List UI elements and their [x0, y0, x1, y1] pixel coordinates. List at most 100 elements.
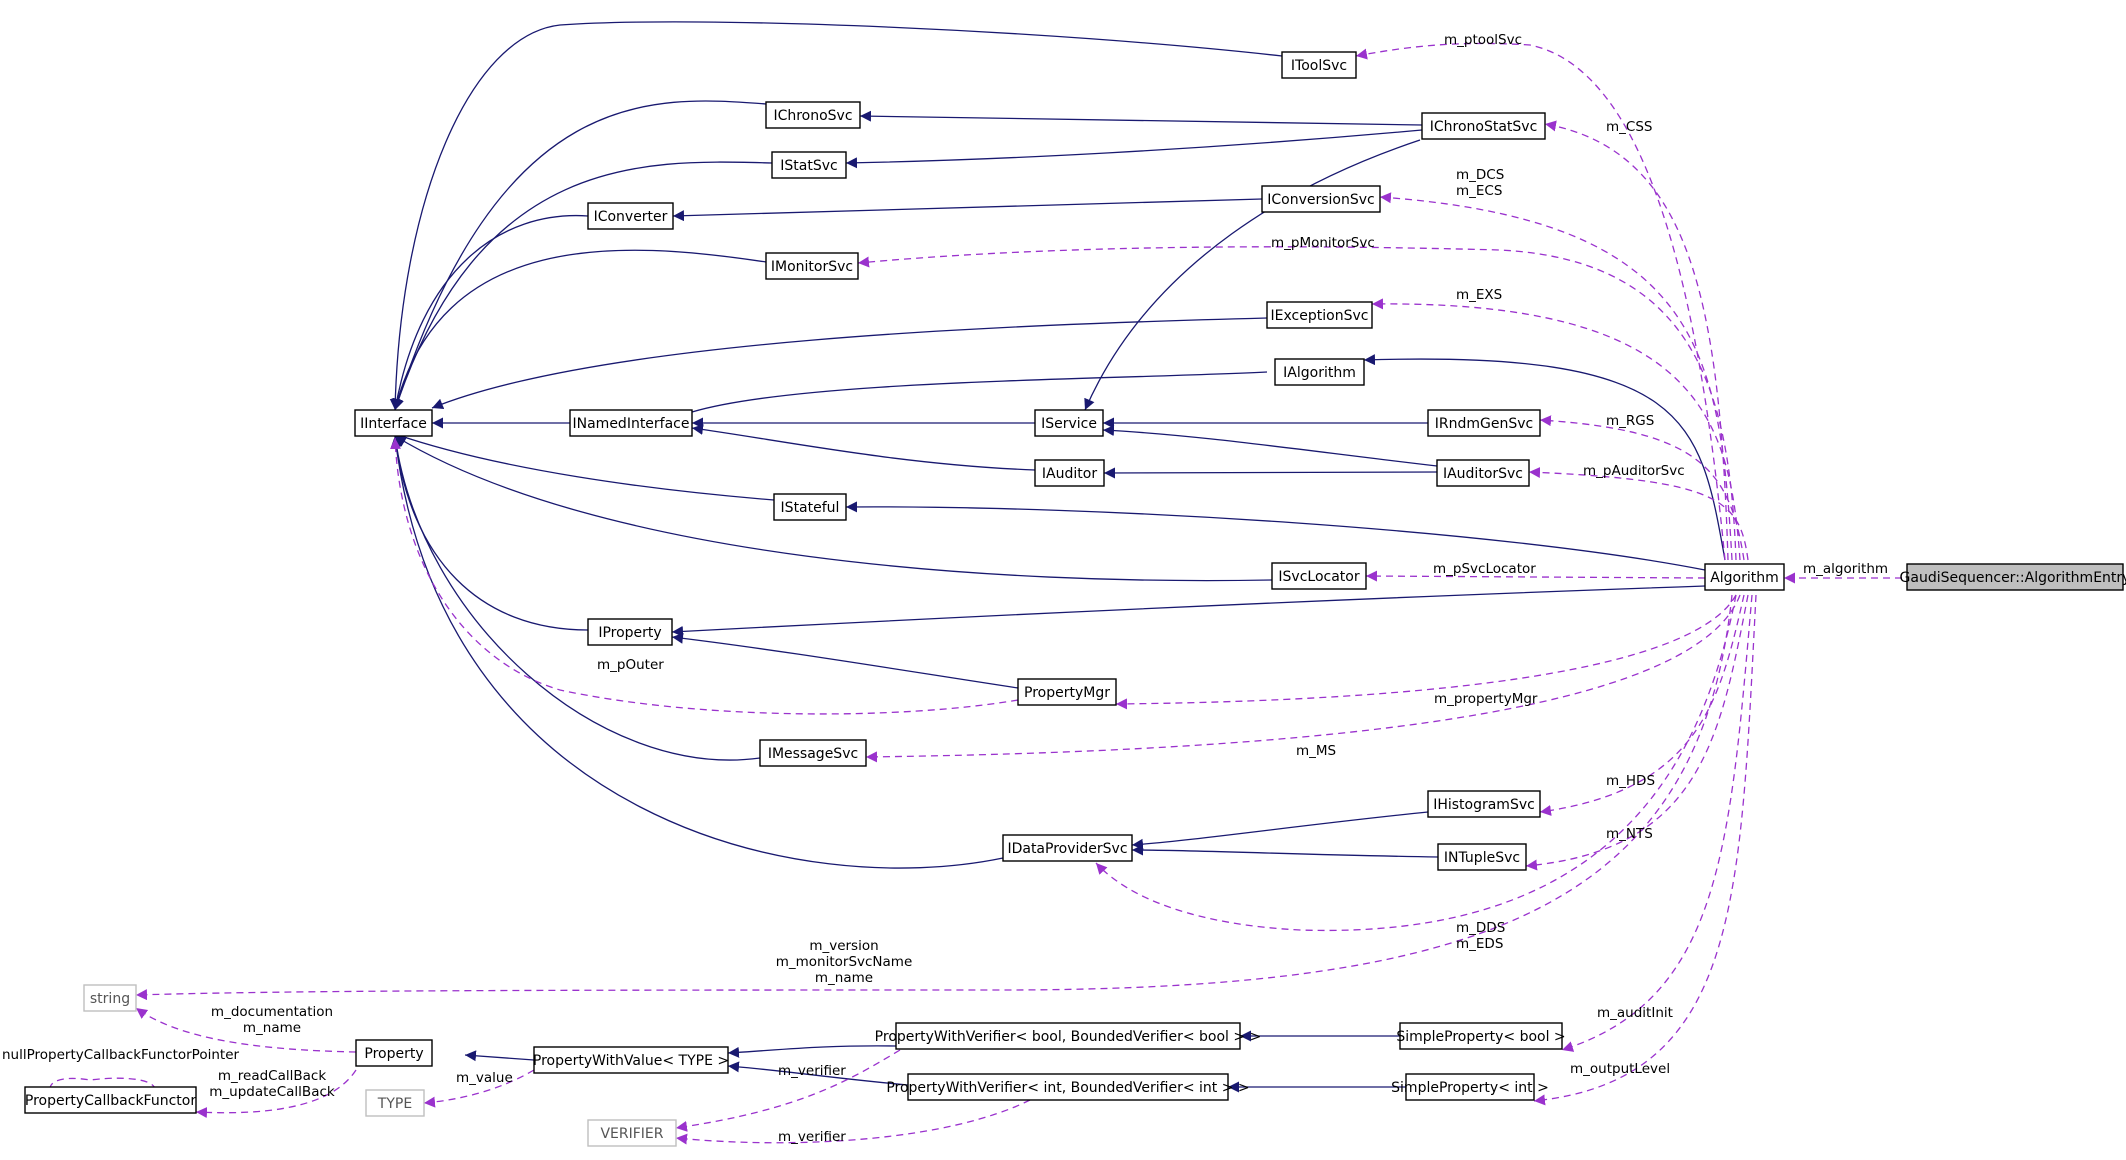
node-pwv-int[interactable]: PropertyWithVerifier< int, BoundedVerifi… — [886, 1073, 1250, 1101]
svg-text:Algorithm: Algorithm — [1710, 570, 1779, 586]
edge-pouter — [389, 437, 1019, 715]
svg-text:IInterface: IInterface — [360, 416, 427, 432]
edge-verifier-int — [675, 1099, 1031, 1145]
edge-iproperty-iinterface — [390, 435, 589, 631]
edge-algorithm-iproperty — [671, 585, 1706, 637]
edge-algorithm-istateful — [845, 501, 1706, 571]
node-iinterface[interactable]: IInterface — [354, 409, 433, 437]
node-idataprovidersvc[interactable]: IDataProviderSvc — [1002, 834, 1133, 862]
edge-psvclocator — [1365, 570, 1706, 582]
label-m-eds: m_EDS — [1456, 936, 1503, 952]
label-m-pouter: m_pOuter — [597, 657, 664, 673]
edge-labels: m_ptoolSvc m_CSS m_DCS m_ECS m_pMonitorS… — [2, 32, 1888, 1145]
node-algorithmentry[interactable]: GaudiSequencer::AlgorithmEntry — [1900, 563, 2126, 591]
node-type[interactable]: TYPE — [365, 1089, 425, 1117]
node-propertymgr[interactable]: PropertyMgr — [1017, 678, 1117, 706]
node-itoolsvc[interactable]: IToolSvc — [1281, 51, 1357, 79]
node-algorithm[interactable]: Algorithm — [1704, 563, 1785, 591]
node-imonitorsvc[interactable]: IMonitorSvc — [765, 252, 859, 280]
svg-text:Property: Property — [364, 1046, 423, 1062]
label-m-outputlevel: m_outputLevel — [1570, 1061, 1670, 1077]
node-istatsvc[interactable]: IStatSvc — [771, 151, 847, 179]
edge-outputlevel — [1533, 594, 1757, 1106]
node-intuplesvc[interactable]: INTupleSvc — [1437, 843, 1527, 871]
label-m-verifier-int: m_verifier — [778, 1129, 846, 1145]
edge-propertymgr — [1115, 594, 1737, 710]
svg-text:IChronoSvc: IChronoSvc — [773, 108, 852, 124]
node-simpleproperty-int[interactable]: SimpleProperty< int > — [1391, 1073, 1549, 1101]
edge-dds-eds — [1095, 594, 1737, 932]
edge-css — [1544, 120, 1729, 561]
label-m-css: m_CSS — [1606, 119, 1652, 135]
node-ichronostatsvc[interactable]: IChronoStatSvc — [1421, 112, 1546, 140]
node-ichronosvc[interactable]: IChronoSvc — [765, 101, 861, 129]
node-ialgorithm[interactable]: IAlgorithm — [1274, 358, 1365, 386]
edge-algorithm-ialgorithm — [1363, 354, 1726, 561]
node-ihistogramsvc[interactable]: IHistogramSvc — [1427, 790, 1541, 818]
svg-text:IStatSvc: IStatSvc — [780, 158, 837, 174]
node-propertycallbackfunctor[interactable]: PropertyCallbackFunctor — [24, 1086, 197, 1114]
inheritance-edges — [389, 21, 1726, 1093]
edge-value — [423, 1069, 535, 1108]
svg-text:IToolSvc: IToolSvc — [1291, 58, 1347, 74]
edge-pwvint-propertywithvalue — [727, 1061, 909, 1086]
label-m-nts: m_NTS — [1606, 826, 1653, 842]
edge-callbacks — [195, 1069, 357, 1119]
edge-imonitorsvc-iinterface — [392, 249, 767, 411]
svg-text:IRndmGenSvc: IRndmGenSvc — [1435, 416, 1533, 432]
node-iauditorsvc[interactable]: IAuditorSvc — [1436, 459, 1530, 487]
svg-text:IService: IService — [1041, 416, 1097, 432]
node-inamedinterface[interactable]: INamedInterface — [569, 409, 693, 437]
edge-iconversionsvc-iconverter — [672, 198, 1263, 222]
node-verifier[interactable]: VERIFIER — [587, 1119, 677, 1147]
label-m-ms: m_MS — [1296, 743, 1336, 759]
node-simpleproperty-bool[interactable]: SimpleProperty< bool > — [1396, 1022, 1566, 1050]
node-string[interactable]: string — [83, 984, 137, 1012]
node-propertywithvalue[interactable]: PropertyWithValue< TYPE > — [533, 1046, 729, 1074]
node-property[interactable]: Property — [355, 1039, 433, 1067]
node-pwv-bool[interactable]: PropertyWithVerifier< bool, BoundedVerif… — [875, 1022, 1262, 1050]
edge-propertymgr-iproperty — [671, 632, 1019, 689]
edge-itoolsvc-iinterface — [389, 21, 1283, 411]
node-irndmgensvc[interactable]: IRndmGenSvc — [1427, 409, 1541, 437]
label-m-readcallback: m_readCallBack — [218, 1068, 326, 1084]
edge-ihistogramsvc-idataprovidersvc — [1131, 811, 1429, 850]
label-m-updatecallback: m_updateCallBack — [209, 1084, 335, 1100]
node-iservice[interactable]: IService — [1034, 409, 1104, 437]
edge-propertywithvalue-property — [464, 1050, 535, 1062]
node-iexceptionsvc[interactable]: IExceptionSvc — [1266, 301, 1373, 329]
edge-imessagesvc-iinterface — [391, 435, 761, 761]
svg-text:IConversionSvc: IConversionSvc — [1267, 192, 1375, 208]
svg-text:IHistogramSvc: IHistogramSvc — [1433, 797, 1535, 813]
svg-text:PropertyWithVerifier< bool, Bo: PropertyWithVerifier< bool, BoundedVerif… — [875, 1029, 1262, 1045]
edge-istateful-iinterface — [394, 432, 775, 501]
svg-text:IConverter: IConverter — [594, 209, 668, 225]
node-isvclocator[interactable]: ISvcLocator — [1271, 562, 1367, 590]
node-iconverter[interactable]: IConverter — [587, 202, 674, 230]
edge-version-name — [135, 594, 1733, 1001]
edge-exs — [1371, 298, 1741, 561]
node-iauditor[interactable]: IAuditor — [1034, 459, 1105, 487]
node-iconversionsvc[interactable]: IConversionSvc — [1261, 185, 1381, 213]
label-m-version: m_version — [809, 938, 878, 954]
edge-iexceptionsvc-iinterface — [431, 317, 1268, 409]
label-m-exs: m_EXS — [1456, 287, 1502, 303]
edge-verifier-bool — [675, 1049, 901, 1132]
edge-ichronosvc-iinterface — [393, 100, 767, 411]
edge-isvclocator-iinterface — [394, 435, 1273, 582]
edge-ptoolsvc — [1355, 42, 1726, 561]
edge-intuplesvc-idataprovidersvc — [1131, 844, 1439, 858]
usage-edges — [49, 42, 2070, 1145]
svg-text:PropertyMgr: PropertyMgr — [1024, 685, 1110, 701]
svg-text:SimpleProperty< int >: SimpleProperty< int > — [1391, 1080, 1549, 1096]
node-istateful[interactable]: IStateful — [773, 493, 847, 521]
svg-text:PropertyWithVerifier< int, Bou: PropertyWithVerifier< int, BoundedVerifi… — [886, 1080, 1249, 1096]
svg-text:ISvcLocator: ISvcLocator — [1278, 569, 1359, 585]
svg-text:IExceptionSvc: IExceptionSvc — [1271, 308, 1369, 324]
node-iproperty[interactable]: IProperty — [587, 618, 673, 646]
node-imessagesvc[interactable]: IMessageSvc — [759, 739, 867, 767]
label-m-name: m_name — [815, 970, 873, 986]
edge-iconverter-iinterface — [391, 214, 589, 411]
label-m-dcs: m_DCS — [1456, 167, 1504, 183]
